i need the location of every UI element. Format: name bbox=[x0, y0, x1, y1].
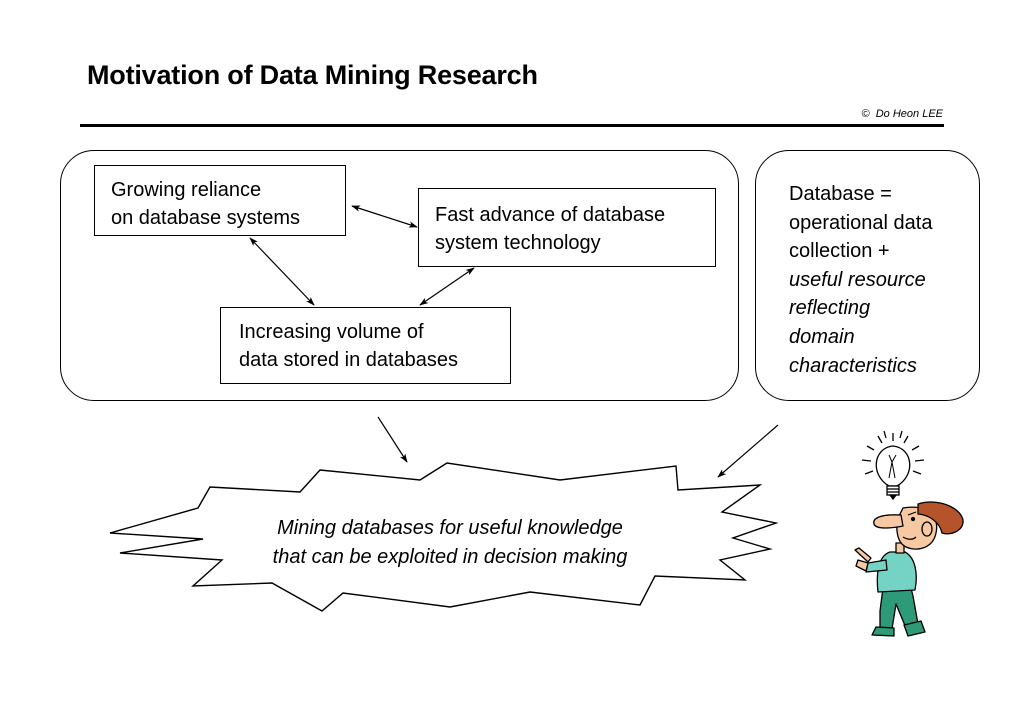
definition-line-5: reflecting bbox=[789, 297, 871, 320]
definition-line-2: operational data bbox=[789, 211, 933, 234]
arrow-panel-to-conclusion bbox=[377, 416, 408, 463]
arrow-reliance-advance bbox=[351, 205, 418, 228]
database-definition: Database = operational data collection +… bbox=[789, 180, 932, 380]
copyright-notice: © Do Heon LEE bbox=[862, 108, 943, 120]
definition-panel bbox=[755, 150, 980, 401]
conclusion-line-1: Mining databases for useful knowledge bbox=[277, 517, 623, 539]
lightbulb-icon bbox=[861, 430, 925, 501]
conclusion-text: Mining databases for useful knowledge th… bbox=[200, 514, 700, 572]
advance-line-1: Fast advance of database bbox=[435, 204, 666, 226]
copyright-symbol: © bbox=[861, 108, 870, 120]
title-divider bbox=[80, 124, 944, 127]
definition-line-3: collection + bbox=[789, 240, 890, 263]
slide-title: Motivation of Data Mining Research bbox=[87, 60, 538, 90]
definition-line-4: useful resource bbox=[789, 268, 926, 291]
pointing-person-icon bbox=[854, 501, 964, 637]
author-name: Do Heon LEE bbox=[875, 108, 943, 120]
reliance-box: Growing reliance on database systems bbox=[94, 165, 346, 236]
advance-box: Fast advance of database system technolo… bbox=[418, 188, 716, 267]
conclusion-starburst bbox=[109, 462, 779, 612]
factors-panel bbox=[60, 150, 739, 401]
volume-line-2: data stored in databases bbox=[239, 349, 459, 371]
definition-line-7: characteristics bbox=[789, 354, 917, 377]
conclusion-line-2: that can be exploited in decision making bbox=[272, 546, 628, 568]
definition-line-6: domain bbox=[789, 325, 855, 348]
advance-line-2: system technology bbox=[435, 232, 601, 254]
arrow-definition-to-conclusion bbox=[717, 424, 779, 478]
reliance-line-2: on database systems bbox=[111, 207, 300, 229]
volume-box: Increasing volume of data stored in data… bbox=[220, 307, 511, 384]
reliance-line-1: Growing reliance bbox=[111, 179, 262, 201]
arrow-advance-volume bbox=[419, 267, 475, 306]
definition-line-1: Database = bbox=[789, 183, 892, 205]
arrow-reliance-volume bbox=[249, 237, 315, 306]
volume-line-1: Increasing volume of bbox=[239, 321, 424, 343]
